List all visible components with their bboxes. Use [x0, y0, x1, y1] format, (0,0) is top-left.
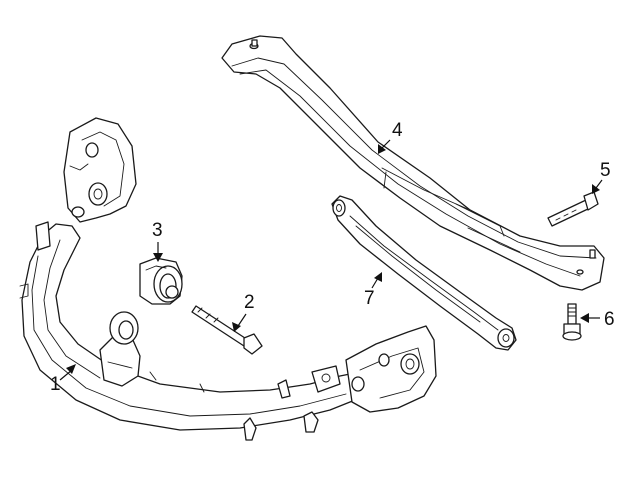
- stud: [562, 303, 582, 341]
- bushing: [139, 257, 183, 305]
- upper-beam: [221, 35, 605, 291]
- arrowhead-6: [580, 313, 589, 323]
- callout-label-1: 1: [50, 374, 61, 395]
- leader-line-5: [595, 179, 603, 189]
- callout-7: 7: [364, 272, 382, 309]
- callout-label-5: 5: [600, 160, 611, 181]
- leader-line-4: [381, 139, 391, 149]
- callout-4: 4: [378, 120, 403, 154]
- callout-5: 5: [592, 160, 611, 194]
- arrowhead-2: [232, 322, 241, 332]
- arrowhead-5: [592, 184, 600, 194]
- callout-label-4: 4: [392, 120, 403, 141]
- callout-3: 3: [152, 220, 163, 262]
- callout-label-3: 3: [152, 220, 163, 241]
- callout-6: 6: [580, 309, 615, 330]
- callout-label-7: 7: [364, 288, 375, 309]
- arrowhead-4: [378, 144, 386, 154]
- leader-line-7: [371, 277, 379, 289]
- arrowhead-7: [374, 272, 382, 282]
- bolt-upper: [547, 191, 599, 227]
- arrowhead-3: [153, 253, 163, 262]
- callout-2: 2: [232, 292, 255, 332]
- arrowhead-1: [66, 364, 76, 374]
- crossmember-assembly: [19, 117, 437, 441]
- bolt-lower: [191, 305, 263, 355]
- lower-arm: [331, 195, 517, 351]
- callout-label-2: 2: [244, 292, 255, 313]
- callout-label-6: 6: [604, 309, 615, 330]
- callout-1: 1: [50, 364, 76, 395]
- leader-line-2: [237, 313, 247, 327]
